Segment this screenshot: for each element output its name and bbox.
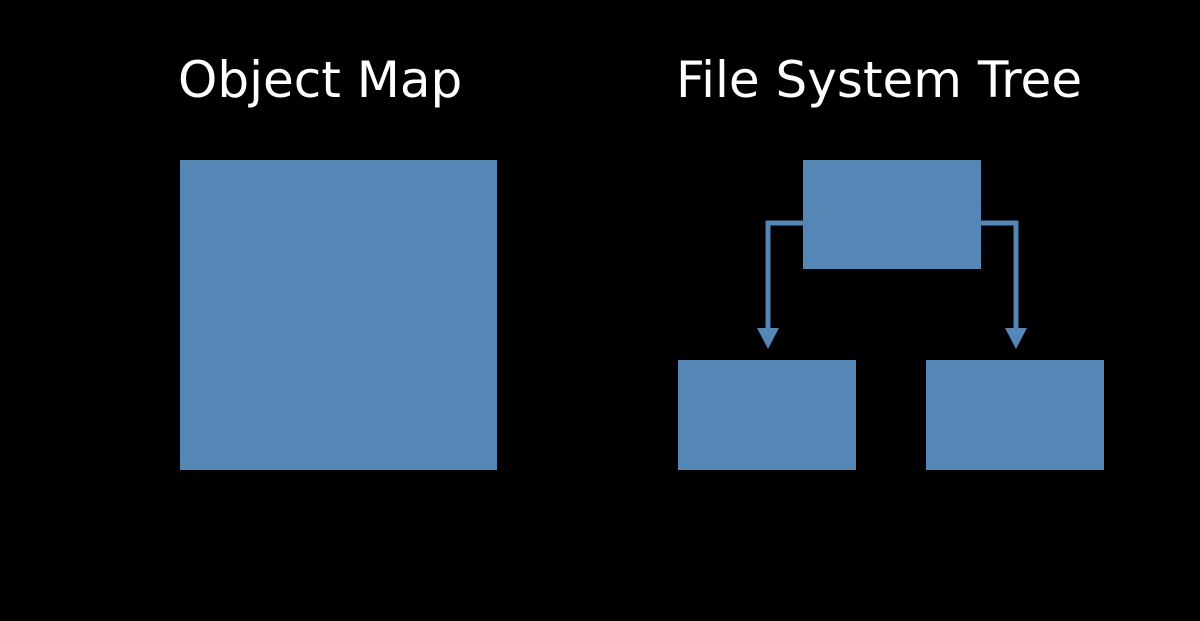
tree-right-child-node xyxy=(926,360,1104,470)
arrowhead-left-icon xyxy=(757,328,779,349)
arrowhead-right-icon xyxy=(1005,328,1027,349)
object-map-title: Object Map xyxy=(178,51,463,109)
file-system-tree-title: File System Tree xyxy=(676,51,1083,109)
tree-left-child-node xyxy=(678,360,856,470)
tree-edge-root-to-right xyxy=(981,220,1019,330)
object-map-block xyxy=(180,160,497,470)
tree-edge-root-to-left xyxy=(765,220,803,330)
tree-root-node xyxy=(803,160,981,269)
